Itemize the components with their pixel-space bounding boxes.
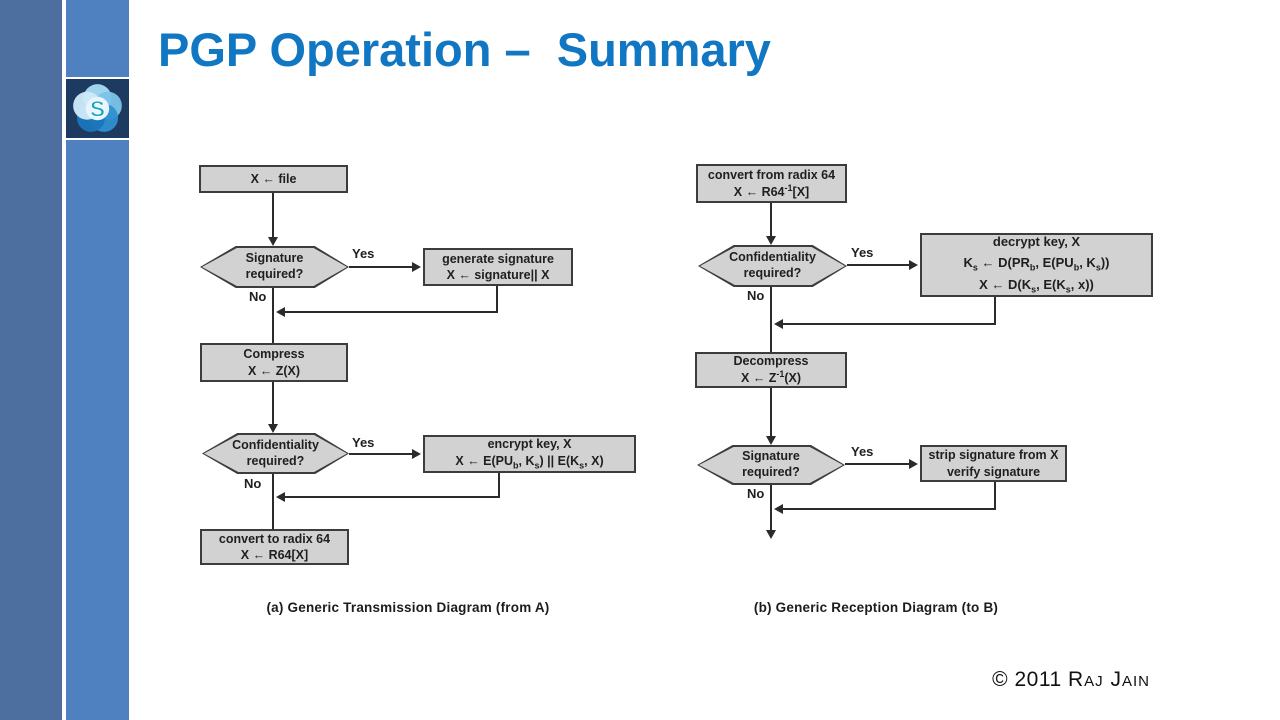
arrowhead-down-icon — [268, 237, 278, 246]
node-line: X ← Z-1(X) — [740, 369, 802, 386]
copyright-year: © 2011 — [992, 668, 1062, 691]
swirl-logo-icon: S — [73, 84, 122, 132]
connector — [284, 311, 497, 313]
arrowhead-down-icon — [766, 530, 776, 539]
label-no: No — [244, 476, 262, 491]
connector — [994, 297, 996, 325]
node-decrypt: decrypt key, X Ks ← D(PRb, E(PUb, Ks)) X… — [920, 233, 1153, 297]
connector — [847, 264, 910, 266]
decision-line: Signature — [742, 449, 800, 464]
label-yes: Yes — [352, 435, 375, 450]
decision-signature-required-a: Signature required? — [200, 246, 349, 288]
node-line: strip signature from X — [928, 448, 1059, 463]
node-convert-to-radix64: convert to radix 64 X ← R64[X] — [200, 529, 349, 565]
label-yes: Yes — [352, 246, 375, 261]
connector — [272, 382, 274, 425]
node-generate-signature: generate signature X ← signature|| X — [423, 248, 573, 286]
slide-logo: S — [66, 77, 129, 140]
decision-confidentiality-required-a: Confidentiality required? — [202, 433, 349, 474]
node-line: X ← signature|| X — [446, 268, 550, 282]
arrowhead-right-icon — [412, 449, 421, 459]
connector — [349, 453, 413, 455]
hex-fill — [699, 447, 843, 483]
decision-line: required? — [743, 266, 802, 280]
decision-line: Confidentiality — [729, 250, 816, 265]
connector — [770, 203, 772, 237]
caption-a: (a) Generic Transmission Diagram (from A… — [266, 600, 550, 615]
caption-b: (b) Generic Reception Diagram (to B) — [753, 600, 999, 615]
decision-line: required? — [742, 465, 800, 479]
label-yes: Yes — [851, 444, 874, 459]
decision-line: Confidentiality — [232, 437, 319, 452]
node-line: Compress — [243, 347, 305, 362]
node-line: verify signature — [946, 464, 1041, 479]
node-line: convert from radix 64 — [707, 167, 836, 182]
node-file-line: X ← file — [250, 171, 297, 186]
connector — [770, 485, 772, 530]
arrowhead-left-icon — [276, 307, 285, 317]
arrowhead-left-icon — [276, 492, 285, 502]
connector — [272, 474, 274, 529]
connector — [284, 496, 499, 498]
node-line: X ← Z(X) — [247, 363, 301, 378]
node-file: X ← file — [199, 165, 348, 193]
hex-fill — [202, 248, 347, 286]
node-line: generate signature — [442, 251, 554, 266]
decision-line: Signature — [245, 251, 304, 266]
connector — [770, 287, 772, 352]
connector — [272, 193, 274, 238]
connector — [498, 473, 500, 498]
connector — [496, 286, 498, 313]
arrowhead-right-icon — [909, 260, 918, 270]
label-no: No — [747, 486, 765, 501]
node-encrypt: encrypt key, X X ← E(PUb, Ks) || E(Ks, X… — [423, 435, 636, 473]
arrowhead-right-icon — [412, 262, 421, 272]
node-decompress: Decompress X ← Z-1(X) — [695, 352, 847, 388]
decision-line: required? — [245, 267, 304, 281]
connector — [994, 482, 996, 510]
copyright: © 2011 Raj Jain — [940, 668, 1150, 692]
node-line: convert to radix 64 — [218, 531, 331, 546]
decision-line: required? — [246, 453, 305, 468]
arrowhead-down-icon — [766, 236, 776, 245]
decision-confidentiality-required-b: Confidentiality required? — [698, 245, 847, 287]
label-no: No — [747, 288, 765, 303]
svg-text:S: S — [90, 96, 105, 121]
node-strip-signature: strip signature from X verify signature — [920, 445, 1067, 482]
node-line: X ← E(PUb, Ks) || E(Ks, X) — [455, 453, 604, 471]
connector — [770, 388, 772, 436]
node-line: X ← R64[X] — [240, 548, 309, 562]
arrowhead-down-icon — [766, 436, 776, 445]
node-line: decrypt key, X — [992, 234, 1081, 250]
arrowhead-left-icon — [774, 504, 783, 514]
node-convert-from-radix64: convert from radix 64 X ← R64-1[X] — [696, 164, 847, 203]
node-line: X ← D(Ks, E(Ks, x)) — [979, 277, 1094, 295]
arrowhead-left-icon — [774, 319, 783, 329]
hex-fill — [204, 435, 347, 472]
copyright-author: Raj Jain — [1067, 668, 1150, 691]
node-line: X ← R64-1[X] — [733, 182, 810, 200]
arrowhead-down-icon — [268, 424, 278, 433]
hex-fill — [700, 247, 845, 285]
decision-signature-required-b: Signature required? — [697, 445, 845, 485]
node-compress: Compress X ← Z(X) — [200, 343, 348, 382]
page-title: PGP Operation – Summary — [158, 23, 771, 76]
node-line: Decompress — [733, 354, 809, 369]
connector — [272, 288, 274, 343]
connector — [349, 266, 413, 268]
connector — [845, 463, 909, 465]
connector — [782, 323, 995, 325]
node-line: Ks ← D(PRb, E(PUb, Ks)) — [963, 254, 1110, 273]
connector — [782, 508, 995, 510]
left-outer-stripe — [0, 0, 62, 720]
arrowhead-right-icon — [909, 459, 918, 469]
label-yes: Yes — [851, 245, 874, 260]
label-no: No — [249, 289, 267, 304]
node-line: encrypt key, X — [487, 437, 572, 452]
